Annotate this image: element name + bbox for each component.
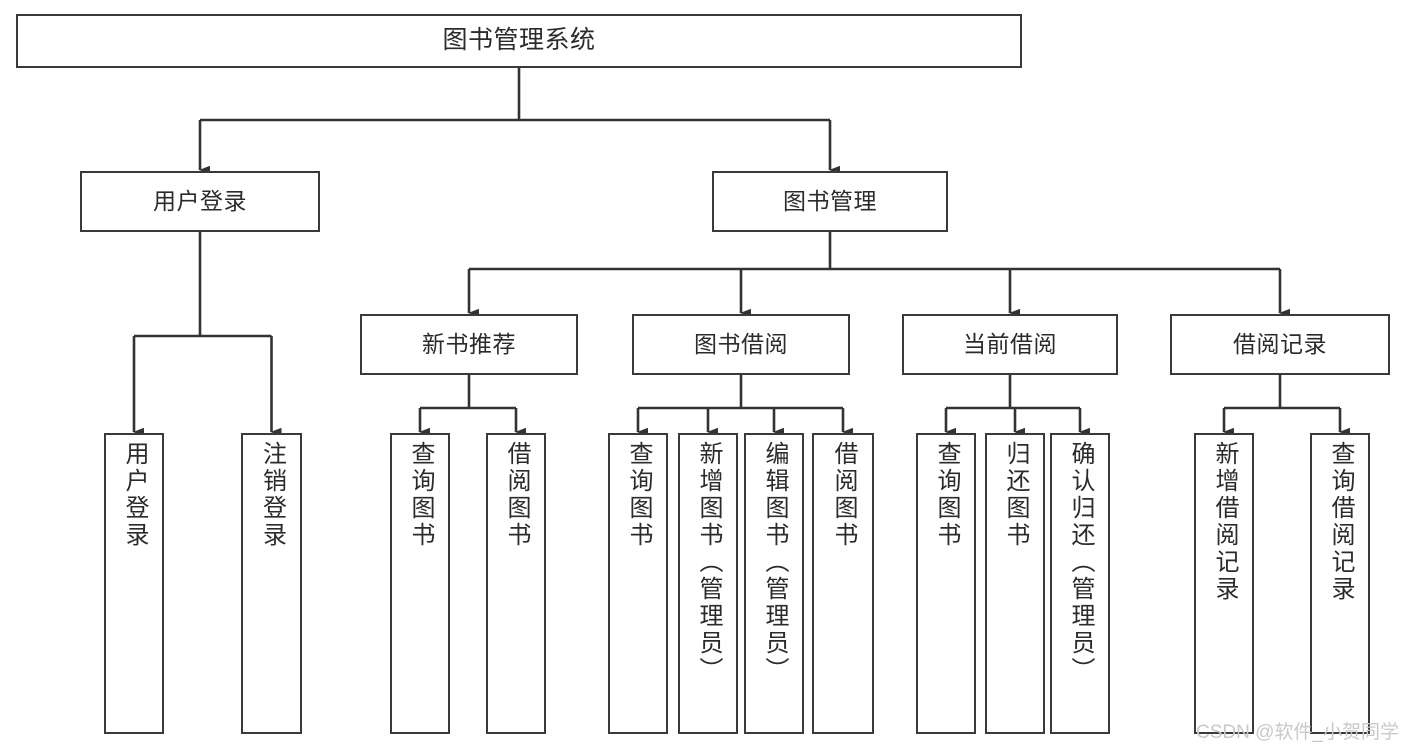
node-leaf-6: 新增图书（管理员） <box>678 433 738 734</box>
node-label: 当前借阅 <box>963 330 1057 357</box>
node-leaf-1: 用户登录 <box>104 433 164 734</box>
node-label: 注销登录 <box>258 441 286 549</box>
node-label: 查询借阅记录 <box>1327 441 1354 603</box>
node-leaf-9: 查询图书 <box>916 433 976 734</box>
node-leaf-12: 新增借阅记录 <box>1194 433 1254 734</box>
node-leaf-11: 确认归还（管理员） <box>1050 433 1110 734</box>
node-l3-record: 借阅记录 <box>1170 314 1390 375</box>
node-leaf-10: 归还图书 <box>985 433 1045 734</box>
node-label: 新书推荐 <box>422 330 516 357</box>
node-l3-current: 当前借阅 <box>902 314 1118 375</box>
node-leaf-3: 查询图书 <box>390 433 450 734</box>
node-label: 借阅图书 <box>503 441 530 549</box>
edge-group <box>132 68 1350 437</box>
node-leaf-5: 查询图书 <box>608 433 668 734</box>
node-label: 归还图书 <box>1002 441 1029 549</box>
node-leaf-4: 借阅图书 <box>486 433 546 734</box>
node-label: 借阅图书 <box>830 441 857 549</box>
node-label: 新增借阅记录 <box>1211 441 1238 603</box>
node-label: 查询图书 <box>625 441 652 549</box>
node-l3-borrow: 图书借阅 <box>632 314 850 375</box>
node-label: 用户登录 <box>153 187 247 214</box>
node-label: 查询图书 <box>407 441 434 549</box>
node-leaf-13: 查询借阅记录 <box>1310 433 1370 734</box>
node-label: 图书管理 <box>783 187 877 214</box>
node-leaf-7: 编辑图书（管理员） <box>744 433 804 734</box>
node-l2-login: 用户登录 <box>80 171 320 232</box>
node-l2-book: 图书管理 <box>712 171 948 232</box>
node-label: 新增图书（管理员） <box>695 441 722 684</box>
node-leaf-8: 借阅图书 <box>812 433 874 734</box>
node-root: 图书管理系统 <box>16 14 1022 68</box>
node-label: 用户登录 <box>121 441 148 549</box>
node-label: 查询图书 <box>933 441 960 549</box>
node-label: 确认归还（管理员） <box>1067 441 1094 684</box>
node-leaf-2: 注销登录 <box>241 433 302 734</box>
node-label: 借阅记录 <box>1233 330 1327 357</box>
node-label: 图书借阅 <box>694 330 788 357</box>
node-label: 图书管理系统 <box>442 26 596 55</box>
node-label: 编辑图书（管理员） <box>761 441 788 684</box>
node-l3-newbook: 新书推荐 <box>360 314 578 375</box>
csdn-watermark: CSDN @软件_小贺同学 <box>1196 722 1399 743</box>
